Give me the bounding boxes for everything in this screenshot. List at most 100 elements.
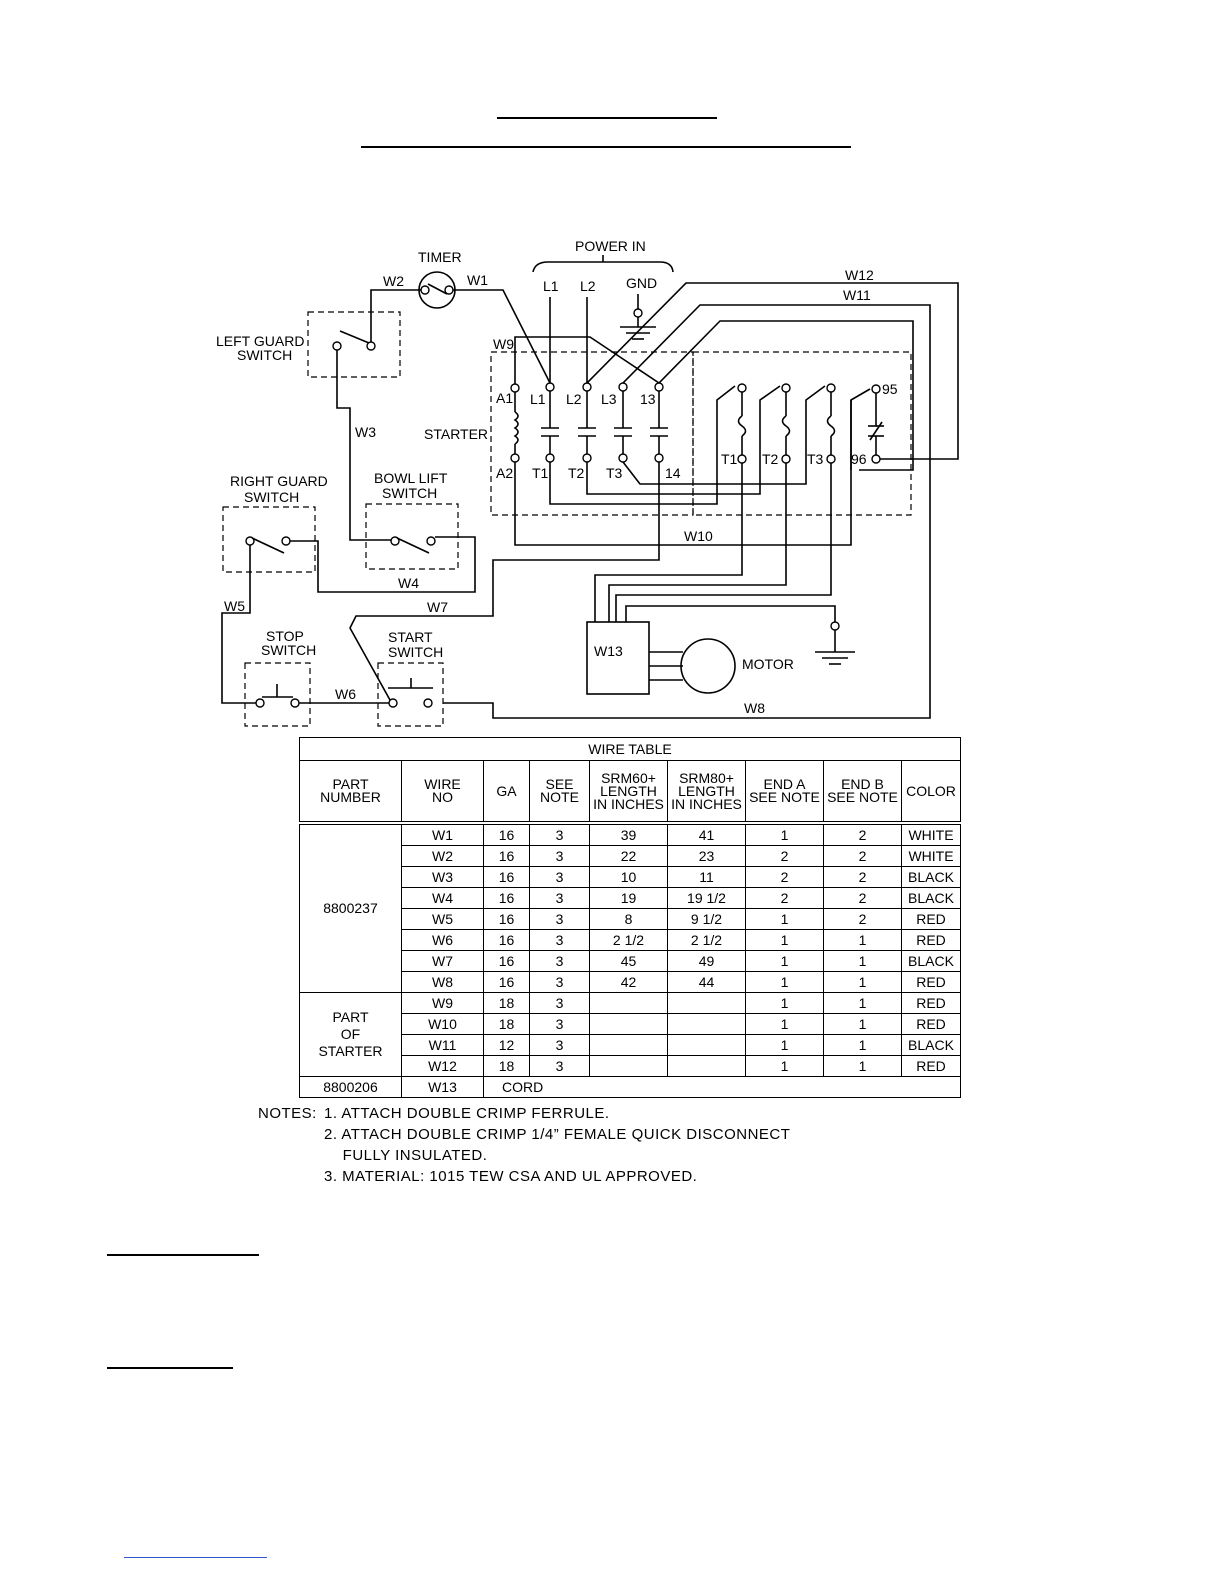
- section-underline-2: [107, 1367, 233, 1369]
- label-contact-14: 14: [665, 465, 681, 481]
- header-ga: GA: [483, 760, 530, 825]
- label-overload-t1: T1: [721, 451, 738, 467]
- section-underline-1: [107, 1254, 259, 1256]
- table-cell: 2: [823, 866, 902, 888]
- table-cell: 41: [667, 822, 746, 846]
- starter-contacts: [541, 382, 668, 463]
- table-cell: W2: [401, 845, 484, 867]
- table-cell: RED: [901, 992, 961, 1014]
- w13-cord-box: [586, 621, 650, 695]
- table-cell: 11: [667, 866, 746, 888]
- table-cell: 1: [745, 1055, 824, 1077]
- table-cell: W5: [401, 908, 484, 930]
- table-cell: 1: [745, 908, 824, 930]
- label-stop-2: SWITCH: [261, 642, 316, 658]
- table-cell: 1: [745, 929, 824, 951]
- table-cell: 12: [483, 1034, 530, 1056]
- label-w1: W1: [467, 272, 488, 288]
- table-cell: [667, 1034, 746, 1056]
- table-cell: 3: [529, 1013, 590, 1035]
- table-cell: 2: [745, 887, 824, 909]
- table-cell: 1: [823, 992, 902, 1014]
- table-cell: [667, 1013, 746, 1035]
- start-switch-box: [377, 662, 444, 727]
- left-guard-switch-box: [307, 311, 401, 378]
- header-color: COLOR: [901, 760, 961, 825]
- table-cell: 10: [589, 866, 668, 888]
- table-cell: 22: [589, 845, 668, 867]
- starter-box: [490, 351, 694, 516]
- table-cell: 19 1/2: [667, 887, 746, 909]
- label-contact-95: 95: [882, 381, 898, 397]
- table-cell: W11: [401, 1034, 484, 1056]
- table-cell: 18: [483, 992, 530, 1014]
- note-line: FULLY INSULATED.: [324, 1147, 488, 1164]
- table-cell: BLACK: [901, 1034, 961, 1056]
- label-l2-in: L2: [580, 278, 596, 294]
- label-left-guard-1: LEFT GUARD: [216, 333, 304, 349]
- table-cell: W10: [401, 1013, 484, 1035]
- right-guard-switch-box: [222, 506, 316, 573]
- label-w4: W4: [398, 575, 419, 591]
- table-cell: 1: [823, 929, 902, 951]
- table-cell: W4: [401, 887, 484, 909]
- table-cell: 16: [483, 845, 530, 867]
- table-cell: BLACK: [901, 866, 961, 888]
- table-cell: RED: [901, 929, 961, 951]
- label-w8: W8: [744, 700, 765, 716]
- table-cell: 3: [529, 971, 590, 993]
- table-cell: 39: [589, 822, 668, 846]
- table-cell: RED: [901, 908, 961, 930]
- table-cell: 3: [529, 866, 590, 888]
- label-w12-top: W12: [845, 267, 874, 283]
- label-w6: W6: [335, 686, 356, 702]
- table-cell: [589, 1034, 668, 1056]
- table-cell: 1: [823, 1055, 902, 1077]
- table-cell: 18: [483, 1013, 530, 1035]
- table-cell: 1: [823, 1034, 902, 1056]
- label-starter-t1: T1: [532, 465, 549, 481]
- table-cell: 18: [483, 1055, 530, 1077]
- table-cell: 2 1/2: [589, 929, 668, 951]
- table-cell: 2: [823, 887, 902, 909]
- table-cell: 3: [529, 887, 590, 909]
- table-cell: [589, 992, 668, 1014]
- label-right-guard-1: RIGHT GUARD: [230, 473, 328, 489]
- table-cell: WHITE: [901, 845, 961, 867]
- table-cell: W6: [401, 929, 484, 951]
- notes: NOTES: 1. ATTACH DOUBLE CRIMP FERRULE.2.…: [258, 1103, 790, 1187]
- label-starter-l3: L3: [601, 391, 617, 407]
- label-w2: W2: [383, 273, 404, 289]
- label-stop-1: STOP: [266, 628, 304, 644]
- label-l1-in: L1: [543, 278, 559, 294]
- table-cell: [667, 992, 746, 1014]
- wiring-diagram: POWER IN L1 L2 GND TIMER W2 W1 LEFT GUAR…: [216, 238, 959, 727]
- table-cell: 8800206: [299, 1076, 402, 1098]
- table-cell: RED: [901, 1055, 961, 1077]
- table-cell: W13: [401, 1076, 484, 1098]
- gnd-terminal: [633, 308, 643, 318]
- table-cell: 3: [529, 992, 590, 1014]
- note-line: 1. ATTACH DOUBLE CRIMP FERRULE.: [324, 1105, 610, 1122]
- label-a2: A2: [496, 465, 513, 481]
- label-w3: W3: [355, 424, 376, 440]
- table-cell: 1: [823, 971, 902, 993]
- table-cell: [589, 1013, 668, 1035]
- table-cell: 2: [823, 845, 902, 867]
- table-cell: 16: [483, 908, 530, 930]
- label-overload-t3: T3: [807, 451, 824, 467]
- table-cell: 3: [529, 929, 590, 951]
- table-cell: 2 1/2: [667, 929, 746, 951]
- table-cell: BLACK: [901, 950, 961, 972]
- label-w11-top: W11: [843, 287, 871, 303]
- table-cell: 9 1/2: [667, 908, 746, 930]
- motor-icon: [680, 638, 736, 694]
